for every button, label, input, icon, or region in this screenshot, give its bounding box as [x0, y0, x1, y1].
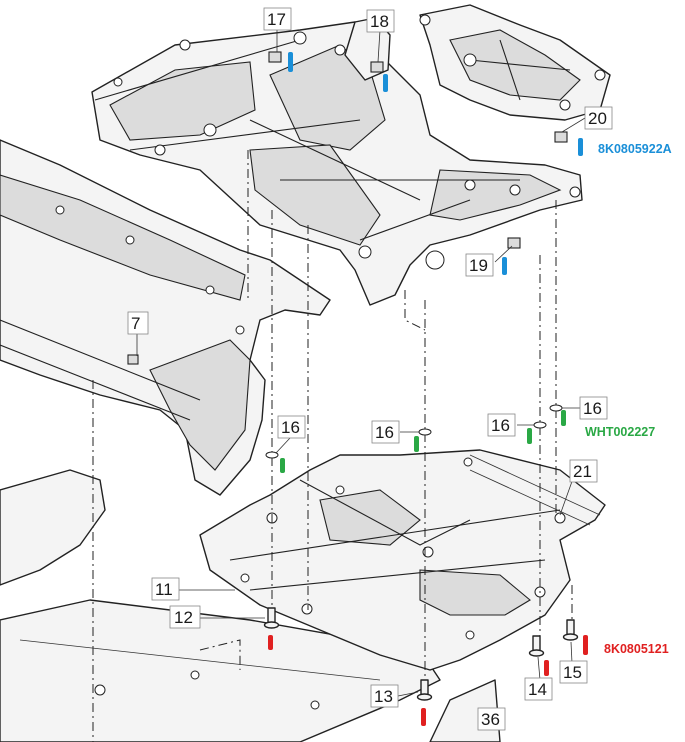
part-number-red: 8K0805121: [604, 642, 669, 656]
callout-12: 12: [174, 608, 193, 627]
green-marker-16-left: [280, 458, 285, 473]
green-marker-16-far-right: [561, 410, 566, 426]
callout-14: 14: [528, 680, 547, 699]
clip-17: [268, 51, 282, 63]
callout-36: 36: [481, 710, 500, 729]
blue-marker-19: [502, 257, 507, 275]
callout-16-far-right: 16: [583, 399, 602, 418]
callout-16-right: 16: [491, 416, 510, 435]
clip-19: [507, 237, 521, 249]
washer-16b: [418, 428, 432, 436]
clip-20: [554, 131, 568, 143]
red-marker-12: [268, 635, 273, 650]
callout-16-center: 16: [375, 423, 394, 442]
green-marker-16-center: [414, 436, 419, 452]
clips: [127, 51, 568, 365]
bolt-15: [562, 619, 579, 641]
washer-16c: [533, 421, 547, 429]
bolts: [263, 607, 579, 701]
callout-20: 20: [588, 109, 607, 128]
engine-mount-bracket: [419, 4, 611, 121]
bolt-14: [528, 635, 545, 657]
callout-7: 7: [131, 314, 140, 333]
part-number-green: WHT002227: [585, 425, 655, 439]
callout-16-left: 16: [281, 418, 300, 437]
washer-16a: [265, 451, 279, 459]
washer-16d: [549, 404, 563, 412]
front-subframe: [91, 17, 583, 306]
red-marker-13: [421, 708, 426, 726]
callout-13: 13: [374, 687, 393, 706]
red-marker-15: [583, 635, 588, 655]
blue-marker-18: [383, 74, 388, 92]
part-number-labels: 8K0805922A WHT002227 8K0805121: [585, 142, 672, 656]
bolt-12: [263, 607, 280, 629]
color-markers: [268, 52, 588, 726]
callout-15: 15: [563, 663, 582, 682]
blue-marker-17: [288, 52, 293, 72]
callout-19: 19: [469, 256, 488, 275]
clip-18: [370, 61, 384, 73]
assembly-guide-lines: [92, 150, 573, 742]
noise-insulation-panel: [199, 449, 606, 671]
clip-7: [127, 354, 139, 365]
washers: [265, 404, 563, 459]
red-marker-14: [544, 660, 549, 676]
green-marker-16-right: [527, 428, 532, 444]
blue-marker-20: [578, 138, 583, 156]
part-number-blue: 8K0805922A: [598, 142, 672, 156]
callout-17: 17: [267, 10, 286, 29]
callout-11: 11: [155, 580, 173, 599]
callout-18: 18: [370, 12, 389, 31]
callout-21: 21: [573, 462, 592, 481]
callout-labels: 7 17 18 19 20 16 16 16 16 21 11 12 13 14…: [127, 7, 613, 731]
lock-carrier-crossmember: [0, 139, 331, 496]
bolt-13: [416, 679, 433, 701]
